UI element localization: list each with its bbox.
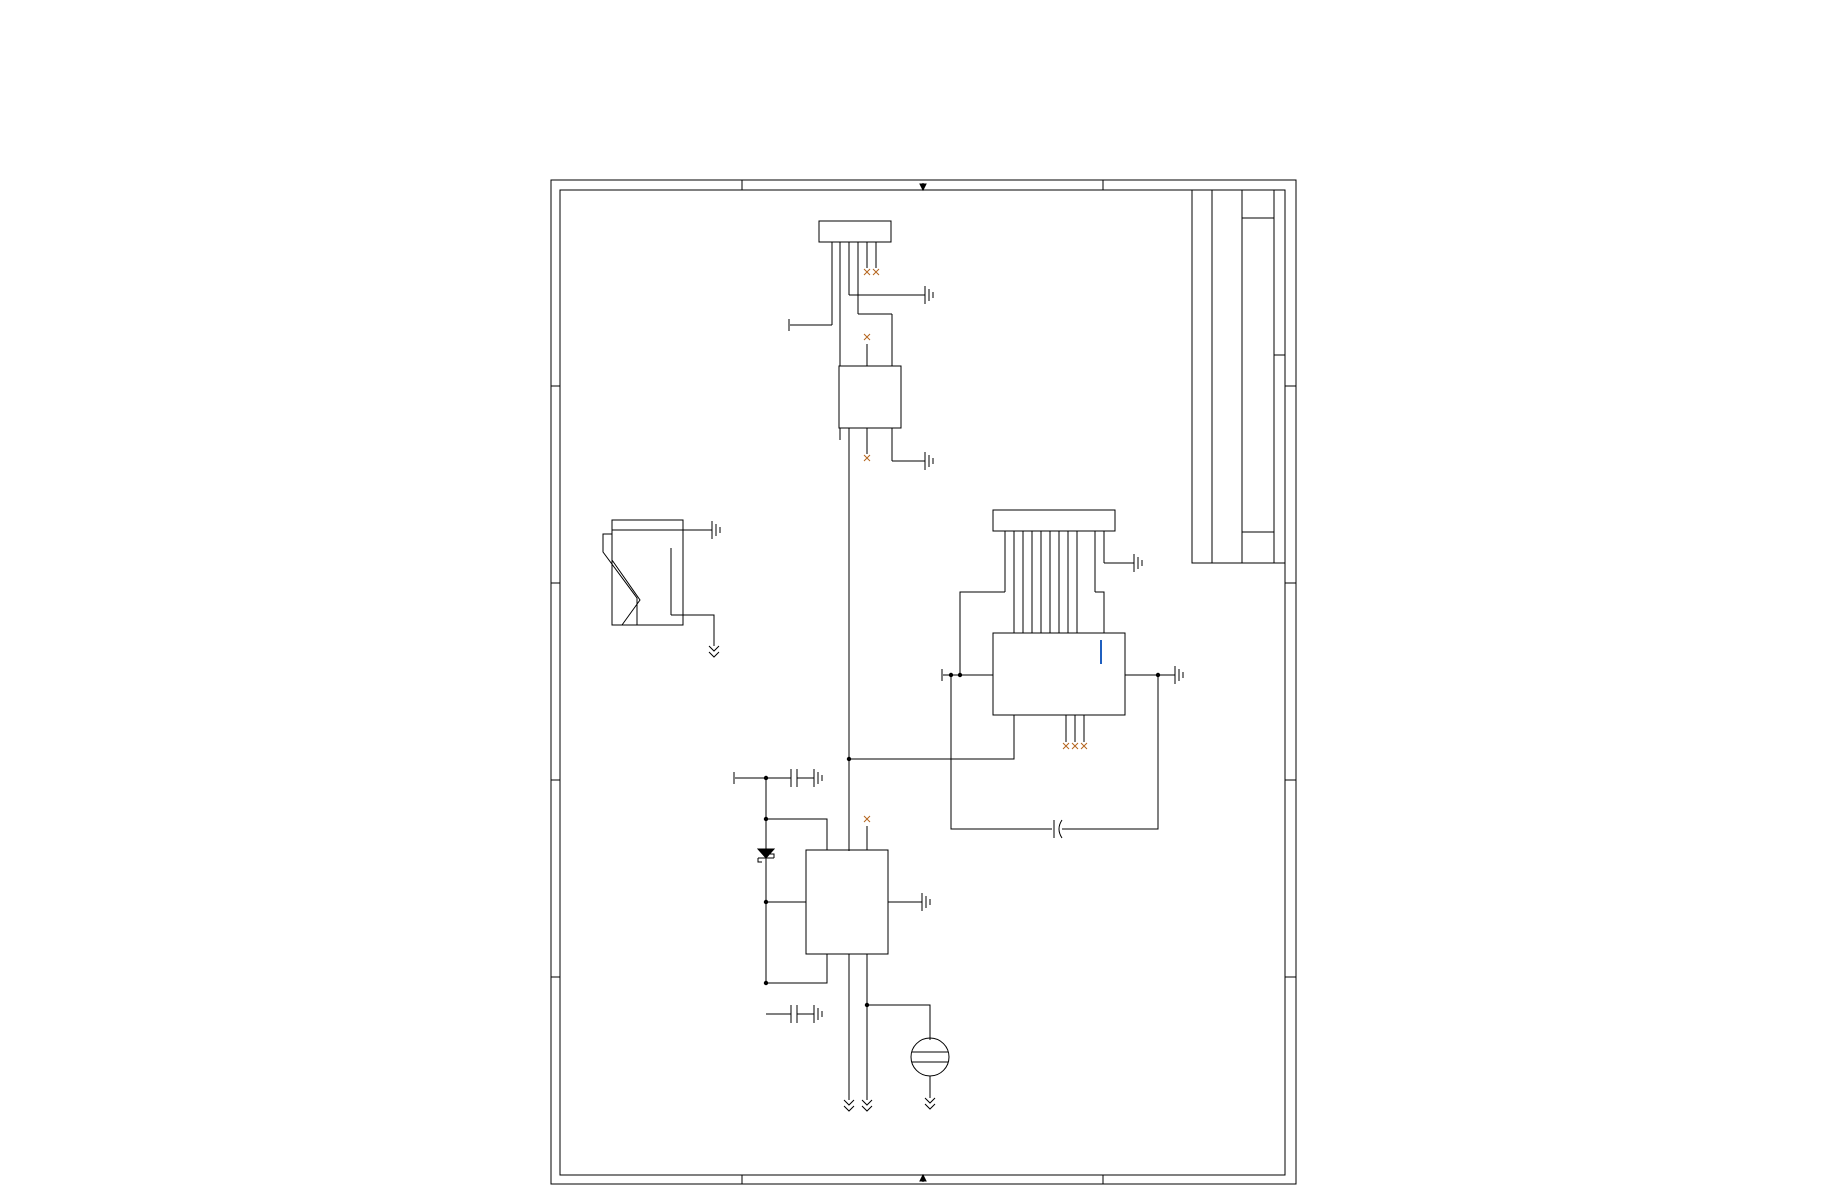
net-arrow-icon bbox=[925, 1098, 935, 1109]
wire bbox=[766, 819, 827, 850]
no-connect-x-icon bbox=[1072, 743, 1078, 749]
connector-top-body bbox=[819, 221, 891, 242]
net-arrow-icon bbox=[862, 1100, 872, 1111]
connector-right bbox=[960, 510, 1134, 675]
led-icon bbox=[911, 1038, 949, 1098]
wire bbox=[1062, 675, 1158, 829]
frame-center-arrow-top bbox=[920, 183, 926, 190]
capacitor-icon bbox=[791, 769, 814, 787]
wire bbox=[960, 592, 1005, 675]
ground-symbol-icon bbox=[1175, 666, 1183, 684]
frame-center-arrow-bottom bbox=[920, 1175, 926, 1182]
frame-inner-border bbox=[560, 190, 1285, 1175]
net-arrow-icon bbox=[709, 646, 719, 657]
no-connect-markers bbox=[864, 269, 1087, 822]
net-arrow-icon bbox=[844, 1100, 854, 1111]
no-connect-x-icon bbox=[1063, 743, 1069, 749]
capacitor-icon bbox=[791, 1005, 814, 1023]
wire bbox=[1095, 592, 1104, 633]
no-connect-x-icon bbox=[864, 334, 870, 340]
ground-symbol-icon bbox=[712, 521, 720, 539]
ground-symbol-icon bbox=[925, 286, 933, 304]
no-connect-x-icon bbox=[864, 455, 870, 461]
connector-top bbox=[789, 221, 925, 366]
junction-dot bbox=[948, 672, 954, 678]
no-connect-x-icon bbox=[1081, 743, 1087, 749]
wire bbox=[849, 715, 1014, 759]
jack-spring-contact bbox=[603, 534, 637, 625]
jack-tip-contact bbox=[612, 546, 640, 625]
switch-jack-body bbox=[612, 520, 683, 625]
wire bbox=[867, 1005, 930, 1040]
title-block bbox=[1192, 190, 1285, 563]
no-connect-x-icon bbox=[864, 816, 870, 822]
wire bbox=[766, 954, 827, 983]
ic-charger-bottom-body bbox=[806, 850, 888, 954]
ground-symbol-icon bbox=[814, 769, 822, 787]
title-block-outline bbox=[1192, 190, 1285, 563]
sheet-frame bbox=[551, 180, 1296, 1184]
no-connect-x-icon bbox=[873, 269, 879, 275]
junction-dot bbox=[1155, 672, 1161, 678]
ic-regulator-top bbox=[839, 295, 925, 461]
ground-symbol-icon bbox=[1134, 554, 1142, 572]
no-connect-x-icon bbox=[864, 269, 870, 275]
ic-driver-right bbox=[849, 633, 1175, 829]
ground-symbol-icon bbox=[925, 452, 933, 470]
wire bbox=[671, 615, 714, 646]
ic-driver-right-body bbox=[993, 633, 1125, 715]
junction-dot bbox=[957, 672, 963, 678]
ground-symbol-icon bbox=[814, 1005, 822, 1023]
connector-right-body bbox=[993, 510, 1115, 531]
junction-dot bbox=[846, 756, 852, 762]
frame-outer-border bbox=[551, 180, 1296, 1184]
ic-charger-bottom bbox=[734, 772, 930, 1100]
diode-icon bbox=[758, 849, 774, 862]
ground-symbol-icon bbox=[922, 893, 930, 911]
wire bbox=[951, 675, 1052, 829]
capacitor-icon bbox=[1054, 820, 1062, 838]
ic-regulator-top-body bbox=[839, 366, 901, 428]
switch-jack-left bbox=[603, 520, 714, 646]
